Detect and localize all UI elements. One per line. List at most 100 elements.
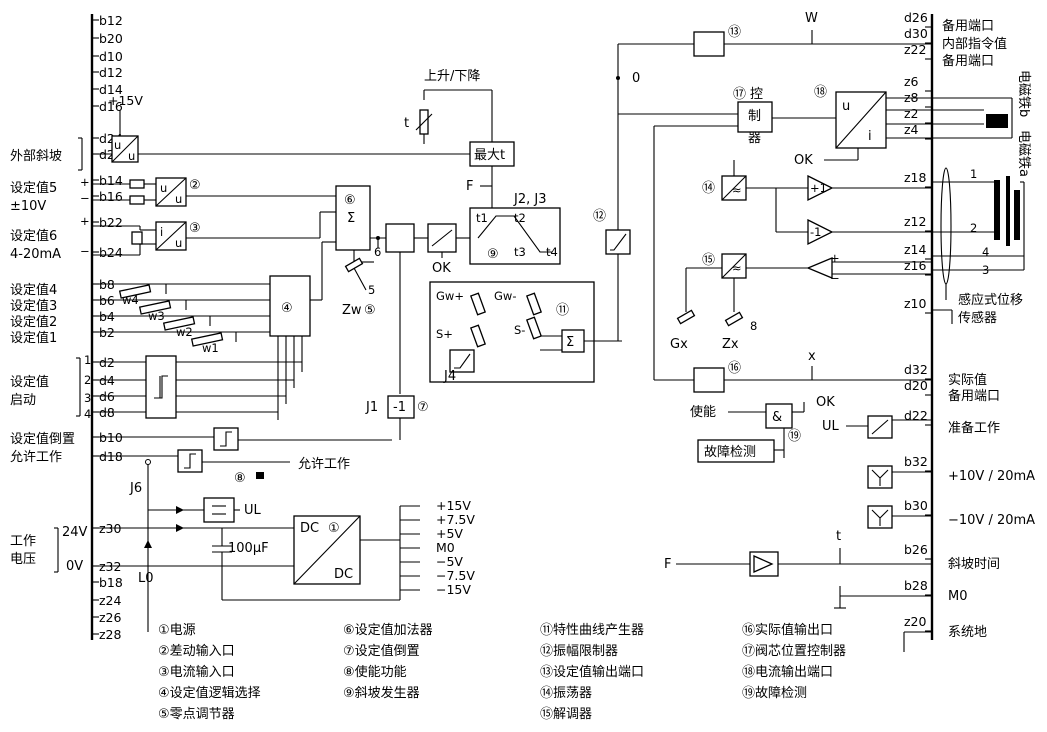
label-setpoint4: 设定值4 bbox=[10, 282, 57, 298]
amplitude-limiter-block bbox=[605, 229, 631, 255]
legend-item: ⑥设定值加法器 bbox=[343, 622, 433, 638]
label-ready: 准备工作 bbox=[948, 420, 1000, 436]
right-pin-label: z22 bbox=[904, 42, 926, 57]
label-t-small: t bbox=[836, 529, 841, 544]
label-setpoint5-range: ±10V bbox=[10, 199, 46, 214]
svg-text:+: + bbox=[80, 175, 90, 189]
label-sensor-b: 传感器 bbox=[958, 310, 997, 326]
right-pin-label: z6 bbox=[904, 74, 919, 89]
svg-text:DC: DC bbox=[300, 521, 319, 536]
legend-item: ⑲故障检测 bbox=[742, 686, 807, 701]
legend-item: ⑬设定值输出端口 bbox=[540, 664, 644, 680]
right-pin-label: b28 bbox=[904, 578, 928, 593]
circled-8: ⑧ bbox=[234, 471, 246, 486]
legend-item: ⑨斜坡发生器 bbox=[343, 685, 420, 701]
legend-item: ③电流输入口 bbox=[158, 664, 235, 680]
svg-text:+: + bbox=[80, 214, 90, 228]
label-voltage: 电压 bbox=[10, 552, 36, 567]
label-j2j3: J2, J3 bbox=[513, 192, 546, 207]
legend-item: ⑱电流输出端口 bbox=[742, 664, 833, 680]
label-w: W bbox=[805, 11, 818, 26]
label-gx: Gx bbox=[670, 337, 688, 352]
svg-text:+: + bbox=[830, 251, 840, 265]
left-pin-label: b20 bbox=[99, 31, 123, 46]
label-0v: 0V bbox=[66, 559, 83, 574]
left-pin-label: z26 bbox=[99, 610, 122, 625]
svg-text:w4: w4 bbox=[122, 293, 139, 307]
svg-text:S+: S+ bbox=[436, 327, 453, 341]
svg-text:i: i bbox=[868, 129, 872, 144]
left-pin-label: b16 bbox=[99, 189, 123, 204]
label-l0: L0 bbox=[138, 571, 154, 586]
svg-text:t1: t1 bbox=[476, 211, 488, 225]
circled-19: ⑲ bbox=[788, 429, 801, 444]
right-pin-label: d30 bbox=[904, 26, 928, 41]
legend-item: ⑧使能功能 bbox=[343, 664, 407, 680]
right-pin-label: z18 bbox=[904, 170, 927, 185]
svg-text:u: u bbox=[175, 192, 182, 206]
legend-item: ①电源 bbox=[158, 623, 196, 638]
buffer-plus1 bbox=[807, 174, 834, 202]
label-sys-gnd: 系统地 bbox=[948, 625, 987, 640]
svg-text:制: 制 bbox=[748, 109, 761, 124]
label-m10v: −10V / 20mA bbox=[948, 513, 1035, 528]
svg-text:−: − bbox=[80, 191, 90, 205]
right-pin-list: d26d30z22z6z8z2z4z18z12z14z16z10d32d20d2… bbox=[904, 10, 932, 632]
circled-18: ⑱ bbox=[814, 85, 827, 100]
svg-text:4: 4 bbox=[982, 245, 989, 259]
svg-text:u: u bbox=[160, 181, 167, 195]
right-pin-label: z12 bbox=[904, 214, 926, 229]
legend: ①电源②差动输入口③电流输入口④设定值逻辑选择⑤零点调节器⑥设定值加法器⑦设定值… bbox=[158, 622, 846, 722]
label-internal-cmd: 内部指令值 bbox=[942, 36, 1007, 52]
svg-text:3: 3 bbox=[84, 391, 91, 405]
right-pin-label: d26 bbox=[904, 10, 928, 25]
left-pin-label: z24 bbox=[99, 593, 122, 608]
svg-text:DC: DC bbox=[334, 567, 353, 582]
right-pin-label: b26 bbox=[904, 542, 928, 557]
legend-item: ⑯实际值输出口 bbox=[742, 622, 833, 638]
legend-item: ⑤零点调节器 bbox=[158, 707, 235, 722]
right-pin-label: z2 bbox=[904, 106, 919, 121]
circled-13: ⑬ bbox=[728, 25, 741, 40]
right-pin-label: z16 bbox=[904, 258, 927, 273]
left-pin-label: z28 bbox=[99, 627, 122, 642]
setpoint-adder-block bbox=[335, 185, 371, 251]
svg-text:-1: -1 bbox=[393, 400, 406, 415]
power-output-label: M0 bbox=[436, 540, 455, 555]
circled-3: ③ bbox=[189, 221, 201, 236]
svg-text:2: 2 bbox=[84, 373, 91, 387]
power-output-label: −7.5V bbox=[436, 568, 475, 583]
right-pin-label: d22 bbox=[904, 408, 928, 423]
right-pin-label: z14 bbox=[904, 242, 927, 257]
svg-text:≈: ≈ bbox=[732, 261, 742, 275]
svg-text:u: u bbox=[175, 236, 182, 250]
right-pin-label: b30 bbox=[904, 498, 928, 513]
label-magnet-a: 电磁铁a bbox=[1016, 130, 1031, 177]
svg-text:Gw+: Gw+ bbox=[436, 289, 464, 303]
label-ul-ready: UL bbox=[822, 419, 840, 434]
left-pin-label: d10 bbox=[99, 49, 123, 64]
setpoint-logic-select-block bbox=[269, 275, 311, 337]
svg-text:u: u bbox=[128, 149, 135, 163]
svg-text:6: 6 bbox=[374, 245, 381, 259]
right-pin-label: b32 bbox=[904, 454, 928, 469]
svg-text:3: 3 bbox=[982, 263, 989, 277]
svg-text:2: 2 bbox=[970, 221, 977, 235]
legend-item: ⑫振幅限制器 bbox=[540, 644, 618, 659]
label-work: 工作 bbox=[10, 534, 36, 549]
svg-text:1: 1 bbox=[970, 167, 977, 181]
label-ok-1: OK bbox=[432, 261, 451, 276]
power-output-label: +7.5V bbox=[436, 512, 475, 527]
label-setpoint3: 设定值3 bbox=[10, 298, 57, 314]
left-pin-label: d12 bbox=[99, 65, 123, 80]
right-pin-label: d32 bbox=[904, 362, 928, 377]
label-setpoint6-range: 4-20mA bbox=[10, 247, 61, 262]
label-spare2: 备用端口 bbox=[942, 53, 994, 69]
label-plus15v: +15V bbox=[108, 93, 143, 108]
label-spare1: 备用端口 bbox=[942, 18, 994, 34]
label-m0: M0 bbox=[948, 589, 968, 604]
label-t: t bbox=[404, 116, 409, 131]
label-zw: Zw bbox=[342, 303, 362, 318]
